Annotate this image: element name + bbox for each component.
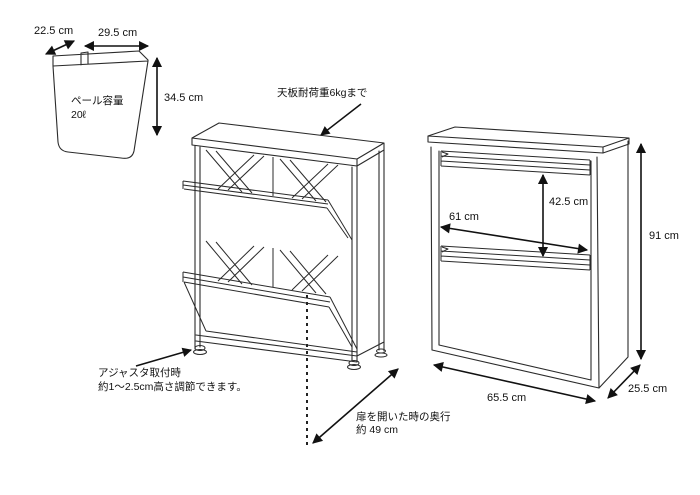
open-depth-note-line2: 約 49 cm [356,423,398,436]
top-load-arrow [320,103,362,136]
door-top-band-upper [440,150,591,176]
pail-dim-depth-arrow [44,40,76,55]
bin-cross-braces-upper [205,149,339,203]
adjuster-arrow [135,347,193,367]
inner-width-label: 61 cm [449,211,479,223]
pail-height-label: 34.5 cm [164,92,203,104]
depth-label: 25.5 cm [628,383,667,395]
depth-arrow [607,364,641,399]
width-label: 65.5 cm [487,392,526,404]
adjuster-note-line1: アジャスタ取付時 [98,366,182,379]
cabinet-frame [191,122,385,363]
door-top-band-lower [440,245,591,271]
pail-capacity-label-line2: 20ℓ [71,109,87,121]
open-depth-arrow [312,368,399,444]
top-load-note: 天板耐荷重6kgまで [277,86,367,99]
bin-flap-lower [182,271,358,353]
bin-cross-braces-lower [205,240,339,295]
inner-height-label: 42.5 cm [549,196,588,208]
cabinet-perspective-drawing: 天板耐荷重6kgまで アジャスタ取付時 約1〜2.5cm高さ調節できます。 扉を… [98,86,451,449]
pail-capacity-label-line1: ペール容量 [71,94,124,107]
adjuster-note-line2: 約1〜2.5cm高さ調節できます。 [98,380,247,393]
bin-flap-upper [182,180,353,241]
open-depth-note-line1: 扉を開いた時の奥行 [356,410,451,423]
pail-drawing: 22.5 cm 29.5 cm 34.5 cm ペール容量 20ℓ [34,25,203,159]
cabinet-front-drawing: 61 cm 42.5 cm 91 cm 65.5 cm 25.5 cm [427,126,679,404]
pail-depth-label: 22.5 cm [34,25,73,37]
width-arrow [432,362,597,404]
pail-width-label: 29.5 cm [98,27,137,39]
adjuster-feet [193,345,388,370]
height-label: 91 cm [649,230,679,242]
inner-width-arrow [439,223,589,254]
